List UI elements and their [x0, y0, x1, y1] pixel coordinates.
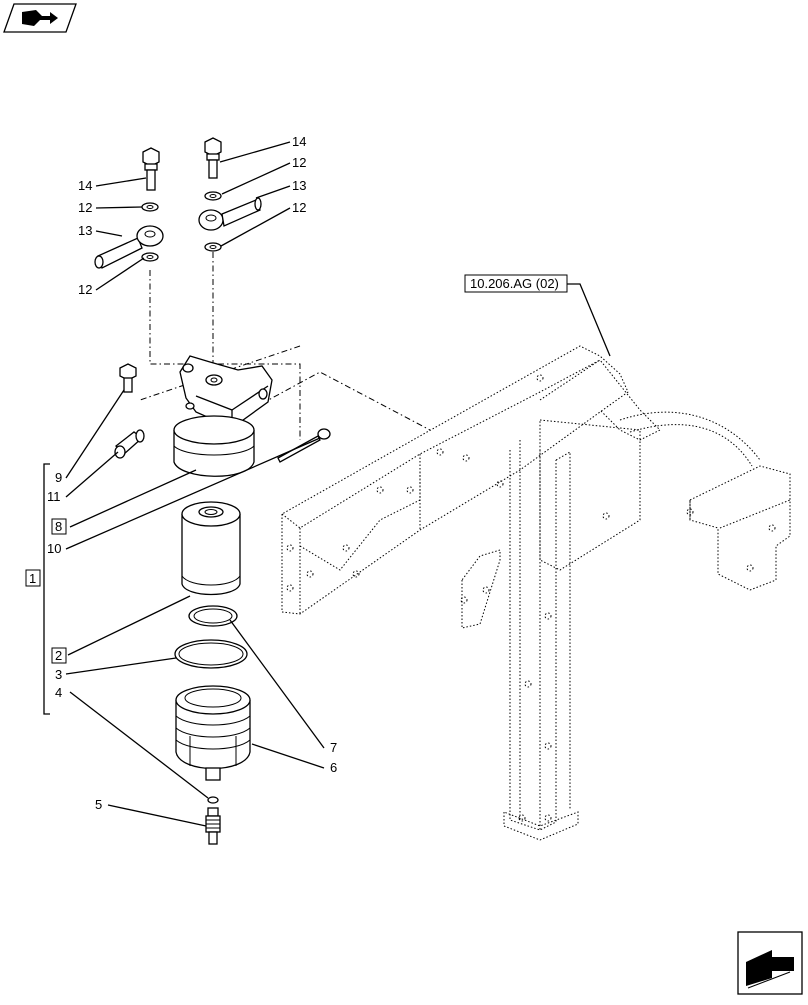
washer-left-a — [141, 202, 159, 212]
leader-lines — [43, 141, 325, 827]
mounting-frame — [281, 345, 791, 841]
callout-12-right-b: 12 — [292, 200, 306, 215]
o-ring-3 — [174, 639, 248, 669]
book-arrow-icon[interactable] — [3, 3, 77, 33]
banjo-bolt-right — [204, 137, 222, 179]
callout-12-right-a: 12 — [292, 155, 306, 170]
fitting-11 — [114, 429, 145, 459]
callout-8: 8 — [55, 519, 62, 534]
reference-box[interactable]: 10.206.AG (02) — [464, 274, 568, 293]
filter-element — [181, 501, 241, 596]
callout-12-left-a: 12 — [78, 200, 92, 215]
callout-1: 1 — [29, 571, 36, 586]
callout-14-right: 14 — [292, 134, 306, 149]
callout-13-right: 13 — [292, 178, 306, 193]
seal-4 — [207, 796, 219, 804]
callout-5: 5 — [95, 797, 102, 812]
washer-left-b — [141, 252, 159, 262]
callout-2: 2 — [55, 648, 62, 663]
center-lines — [139, 252, 431, 440]
callout-4: 4 — [55, 685, 62, 700]
callout-10: 10 — [47, 541, 61, 556]
callout-11: 11 — [47, 489, 61, 504]
callout-9: 9 — [55, 470, 62, 485]
drain-plug-5 — [205, 807, 221, 845]
screw-9 — [119, 363, 137, 393]
callout-14-left: 14 — [78, 178, 92, 193]
washer-right-a — [204, 191, 222, 201]
washer-right-b — [204, 242, 222, 252]
banjo-fitting-left — [94, 225, 164, 269]
banjo-bolt-left — [142, 147, 160, 191]
reference-leader — [567, 283, 611, 357]
callout-12-left-b: 12 — [78, 282, 92, 297]
reference-label: 10.206.AG (02) — [470, 276, 559, 291]
callout-13-left: 13 — [78, 223, 92, 238]
callout-3: 3 — [55, 667, 62, 682]
callouts: 14 12 13 12 14 12 13 12 9 11 8 10 1 2 3 … — [25, 134, 337, 812]
next-page-arrow-icon[interactable] — [737, 931, 803, 995]
filter-bowl — [175, 685, 251, 781]
callout-6: 6 — [330, 760, 337, 775]
banjo-fitting-right — [198, 197, 262, 231]
callout-7: 7 — [330, 740, 337, 755]
filter-head — [173, 355, 273, 477]
o-ring-7 — [188, 605, 238, 627]
